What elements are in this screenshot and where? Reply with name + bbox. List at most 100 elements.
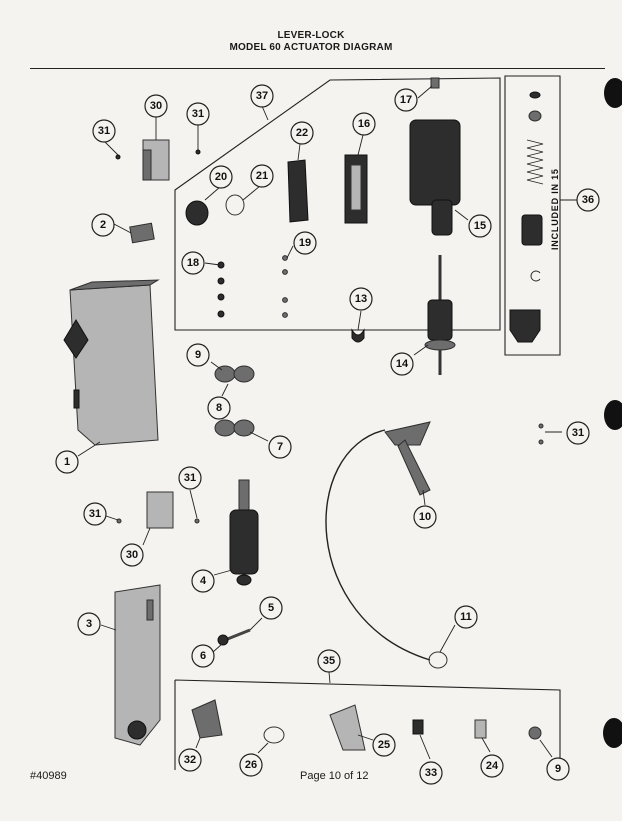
callout-31-e: 31 [178,466,202,490]
svg-text:15: 15 [474,220,486,232]
callout-31-a: 31 [92,119,116,143]
callout-30-a: 30 [144,94,168,118]
callout-6: 6 [191,644,215,668]
callout-30-b: 30 [120,543,144,567]
callout-7: 7 [268,435,292,459]
svg-text:26: 26 [245,759,257,771]
svg-text:31: 31 [98,125,110,137]
svg-text:14: 14 [396,358,409,370]
svg-text:36: 36 [582,194,594,206]
coupler-part-3 [114,584,161,746]
svg-text:4: 4 [200,575,207,587]
callout-32: 32 [178,748,202,772]
callout-31-c: 31 [566,421,590,445]
callout-5: 5 [259,596,283,620]
callout-24: 24 [480,754,504,778]
pin-31-c [538,423,544,429]
callout-22: 22 [290,121,314,145]
svg-text:37: 37 [256,90,268,102]
shock-absorber-part-4 [229,479,259,586]
binder-hole-middle [604,400,622,430]
leader-lines [77,85,577,760]
nuts-part-19 [282,255,288,318]
callout-15: 15 [468,214,492,238]
svg-text:21: 21 [256,170,268,182]
clip-part-13 [351,328,365,343]
callout-21: 21 [250,164,274,188]
header-rule [30,68,605,69]
header-title: LEVER-LOCK [277,30,345,41]
callout-20: 20 [209,165,233,189]
svg-text:13: 13 [355,293,367,305]
svg-text:9: 9 [555,763,561,775]
svg-text:3: 3 [86,618,92,630]
svg-text:2: 2 [100,219,106,231]
svg-text:25: 25 [378,739,390,751]
callout-14: 14 [390,352,414,376]
page-header: LEVER-LOCK MODEL 60 ACTUATOR DIAGRAM [0,30,622,54]
spring-part-26 [263,726,285,744]
callout-19: 19 [293,231,317,255]
svg-text:31: 31 [192,108,204,120]
page-number: Page 10 of 12 [300,770,369,782]
callout-3: 3 [77,612,101,636]
callout-2: 2 [91,213,115,237]
cable-part-11 [325,429,431,661]
pin-31-d [538,439,544,445]
clip-part-33 [412,719,424,735]
svg-text:31: 31 [89,508,101,520]
svg-text:8: 8 [216,402,222,414]
included-parts-36 [509,91,544,343]
svg-text:22: 22 [296,127,308,139]
svg-text:32: 32 [184,754,196,766]
spring-rod-part-14 [424,255,456,375]
binder-hole-bottom [603,718,622,748]
cap-part-20 [185,200,209,226]
o-ring-part-21 [225,194,245,216]
callout-31-b: 31 [186,102,210,126]
svg-text:17: 17 [400,94,412,106]
callout-31-d: 31 [83,502,107,526]
callout-25: 25 [372,733,396,757]
callout-17: 17 [394,88,418,112]
svg-text:10: 10 [419,511,431,523]
callout-37: 37 [250,84,274,108]
bracket-part-2 [129,222,155,244]
callout-16: 16 [352,112,376,136]
svg-text:7: 7 [277,441,283,453]
svg-text:1: 1 [64,456,70,468]
pin-31-f [194,518,200,524]
gasket-part-22 [287,159,309,223]
svg-text:24: 24 [486,760,499,772]
svg-text:11: 11 [460,611,472,623]
svg-text:20: 20 [215,171,227,183]
bushing-part-9-lower [528,726,542,740]
svg-text:31: 31 [572,427,584,439]
actuator-cylinder-part-15 [409,119,461,236]
svg-text:19: 19 [299,237,311,249]
callout-26: 26 [239,753,263,777]
callout-11: 11 [454,605,478,629]
callout-13: 13 [349,287,373,311]
callout-1: 1 [55,450,79,474]
svg-text:5: 5 [268,602,274,614]
housing-part [63,279,160,446]
callout-9-a: 9 [186,343,210,367]
svg-text:30: 30 [150,100,162,112]
callout-35: 35 [317,649,341,673]
svg-text:31: 31 [184,472,196,484]
callout-33: 33 [419,761,443,785]
header-subtitle: MODEL 60 ACTUATOR DIAGRAM [229,42,393,53]
svg-text:30: 30 [126,549,138,561]
clip-part-30-lower [146,491,174,529]
callout-8: 8 [207,396,231,420]
group-box-36 [504,75,561,356]
callout-36: 36 [576,188,600,212]
screws-part-18 [217,261,225,318]
callout-4: 4 [191,569,215,593]
pin-31-a [115,154,121,160]
callout-18: 18 [181,251,205,275]
pin-31-b [195,149,201,155]
svg-text:35: 35 [323,655,335,667]
group-box-35 [174,679,561,770]
